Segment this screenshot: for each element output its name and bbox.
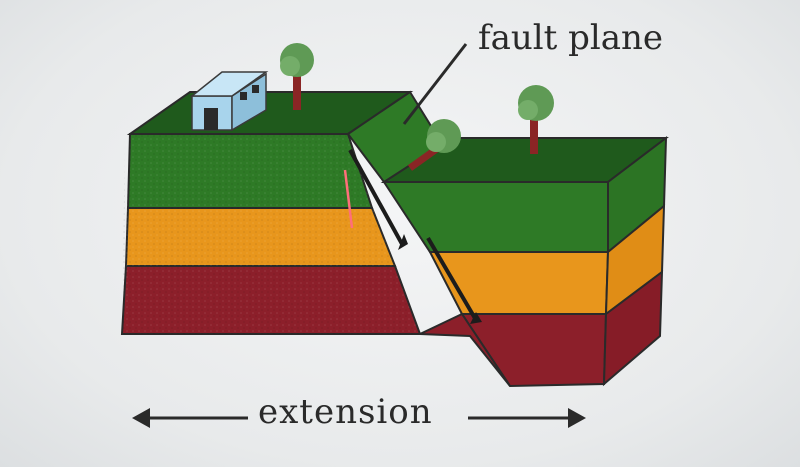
glint-mark	[343, 169, 354, 229]
house-icon	[189, 71, 269, 132]
fault-plane-label: fault plane	[478, 18, 664, 58]
tree-icon	[518, 85, 554, 154]
hangingwall-sandstone-layer	[428, 251, 610, 315]
hanging-wall-block	[380, 135, 669, 388]
hangingwall-topsoil-layer	[382, 181, 609, 253]
tree-icon	[407, 119, 461, 171]
hangingwall-bedrock-side	[602, 269, 664, 387]
extension-arrows	[132, 408, 586, 428]
hangingwall-slip-arrow	[426, 236, 478, 322]
fault-plane-pointer	[402, 43, 468, 125]
extension-label: extension	[258, 392, 433, 432]
footwall-slip-arrow	[348, 149, 404, 245]
hangingwall-bedrock-front-lower	[419, 312, 511, 387]
tree-icon	[280, 43, 314, 110]
fault-slip-arrows	[348, 149, 482, 324]
